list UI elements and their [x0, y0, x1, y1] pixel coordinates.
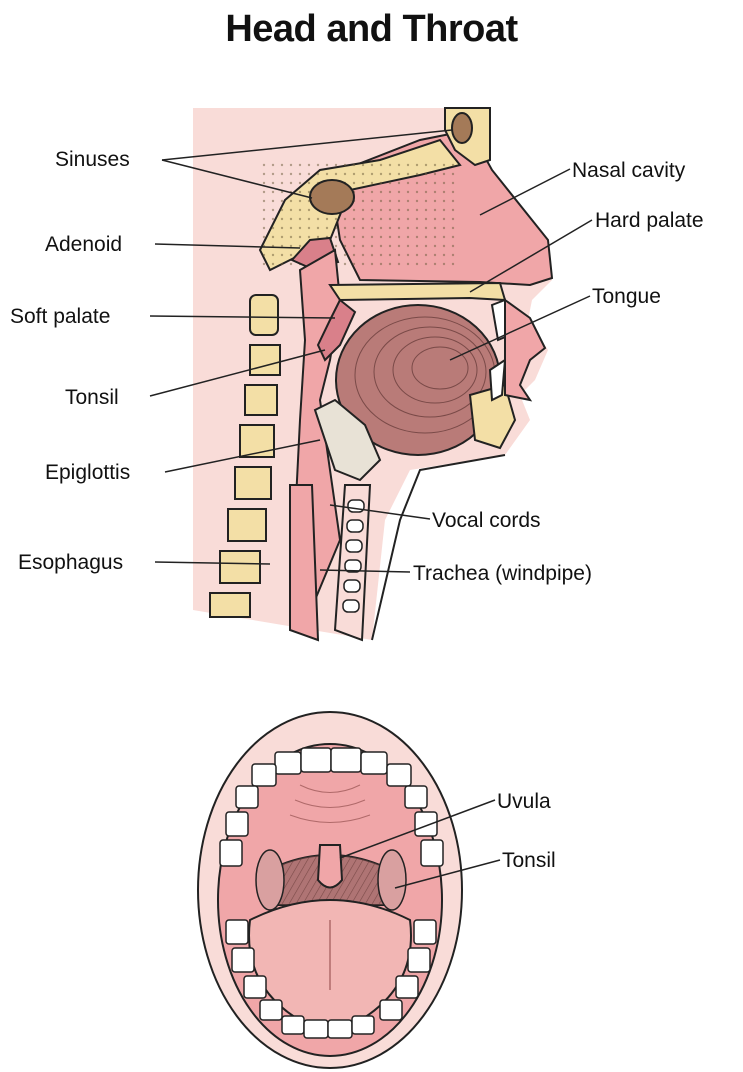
label-epiglottis: Epiglottis [45, 461, 130, 484]
label-adenoid: Adenoid [45, 233, 122, 256]
bone-texture [260, 160, 460, 270]
esophagus-tube [290, 485, 318, 640]
sagittal-section [193, 108, 552, 640]
label-vocal-cords: Vocal cords [432, 509, 541, 532]
right-tonsil [378, 850, 406, 910]
label-tongue: Tongue [592, 285, 661, 308]
left-tonsil [256, 850, 284, 910]
label-esophagus: Esophagus [18, 551, 123, 574]
hard-palate [330, 283, 505, 300]
label-tonsil: Tonsil [65, 386, 119, 409]
label-nasal-cavity: Nasal cavity [572, 159, 686, 182]
label-trachea: Trachea (windpipe) [413, 562, 592, 585]
label-sinuses: Sinuses [55, 148, 130, 171]
frontal-sinus [452, 113, 472, 143]
uvula [318, 845, 342, 888]
mouth-view [198, 712, 500, 1068]
sphenoid-sinus [310, 180, 354, 214]
label-hard-palate: Hard palate [595, 209, 704, 232]
label-uvula: Uvula [497, 790, 551, 813]
label-soft-palate: Soft palate [10, 305, 110, 328]
label-mouth-tonsil: Tonsil [502, 849, 556, 872]
